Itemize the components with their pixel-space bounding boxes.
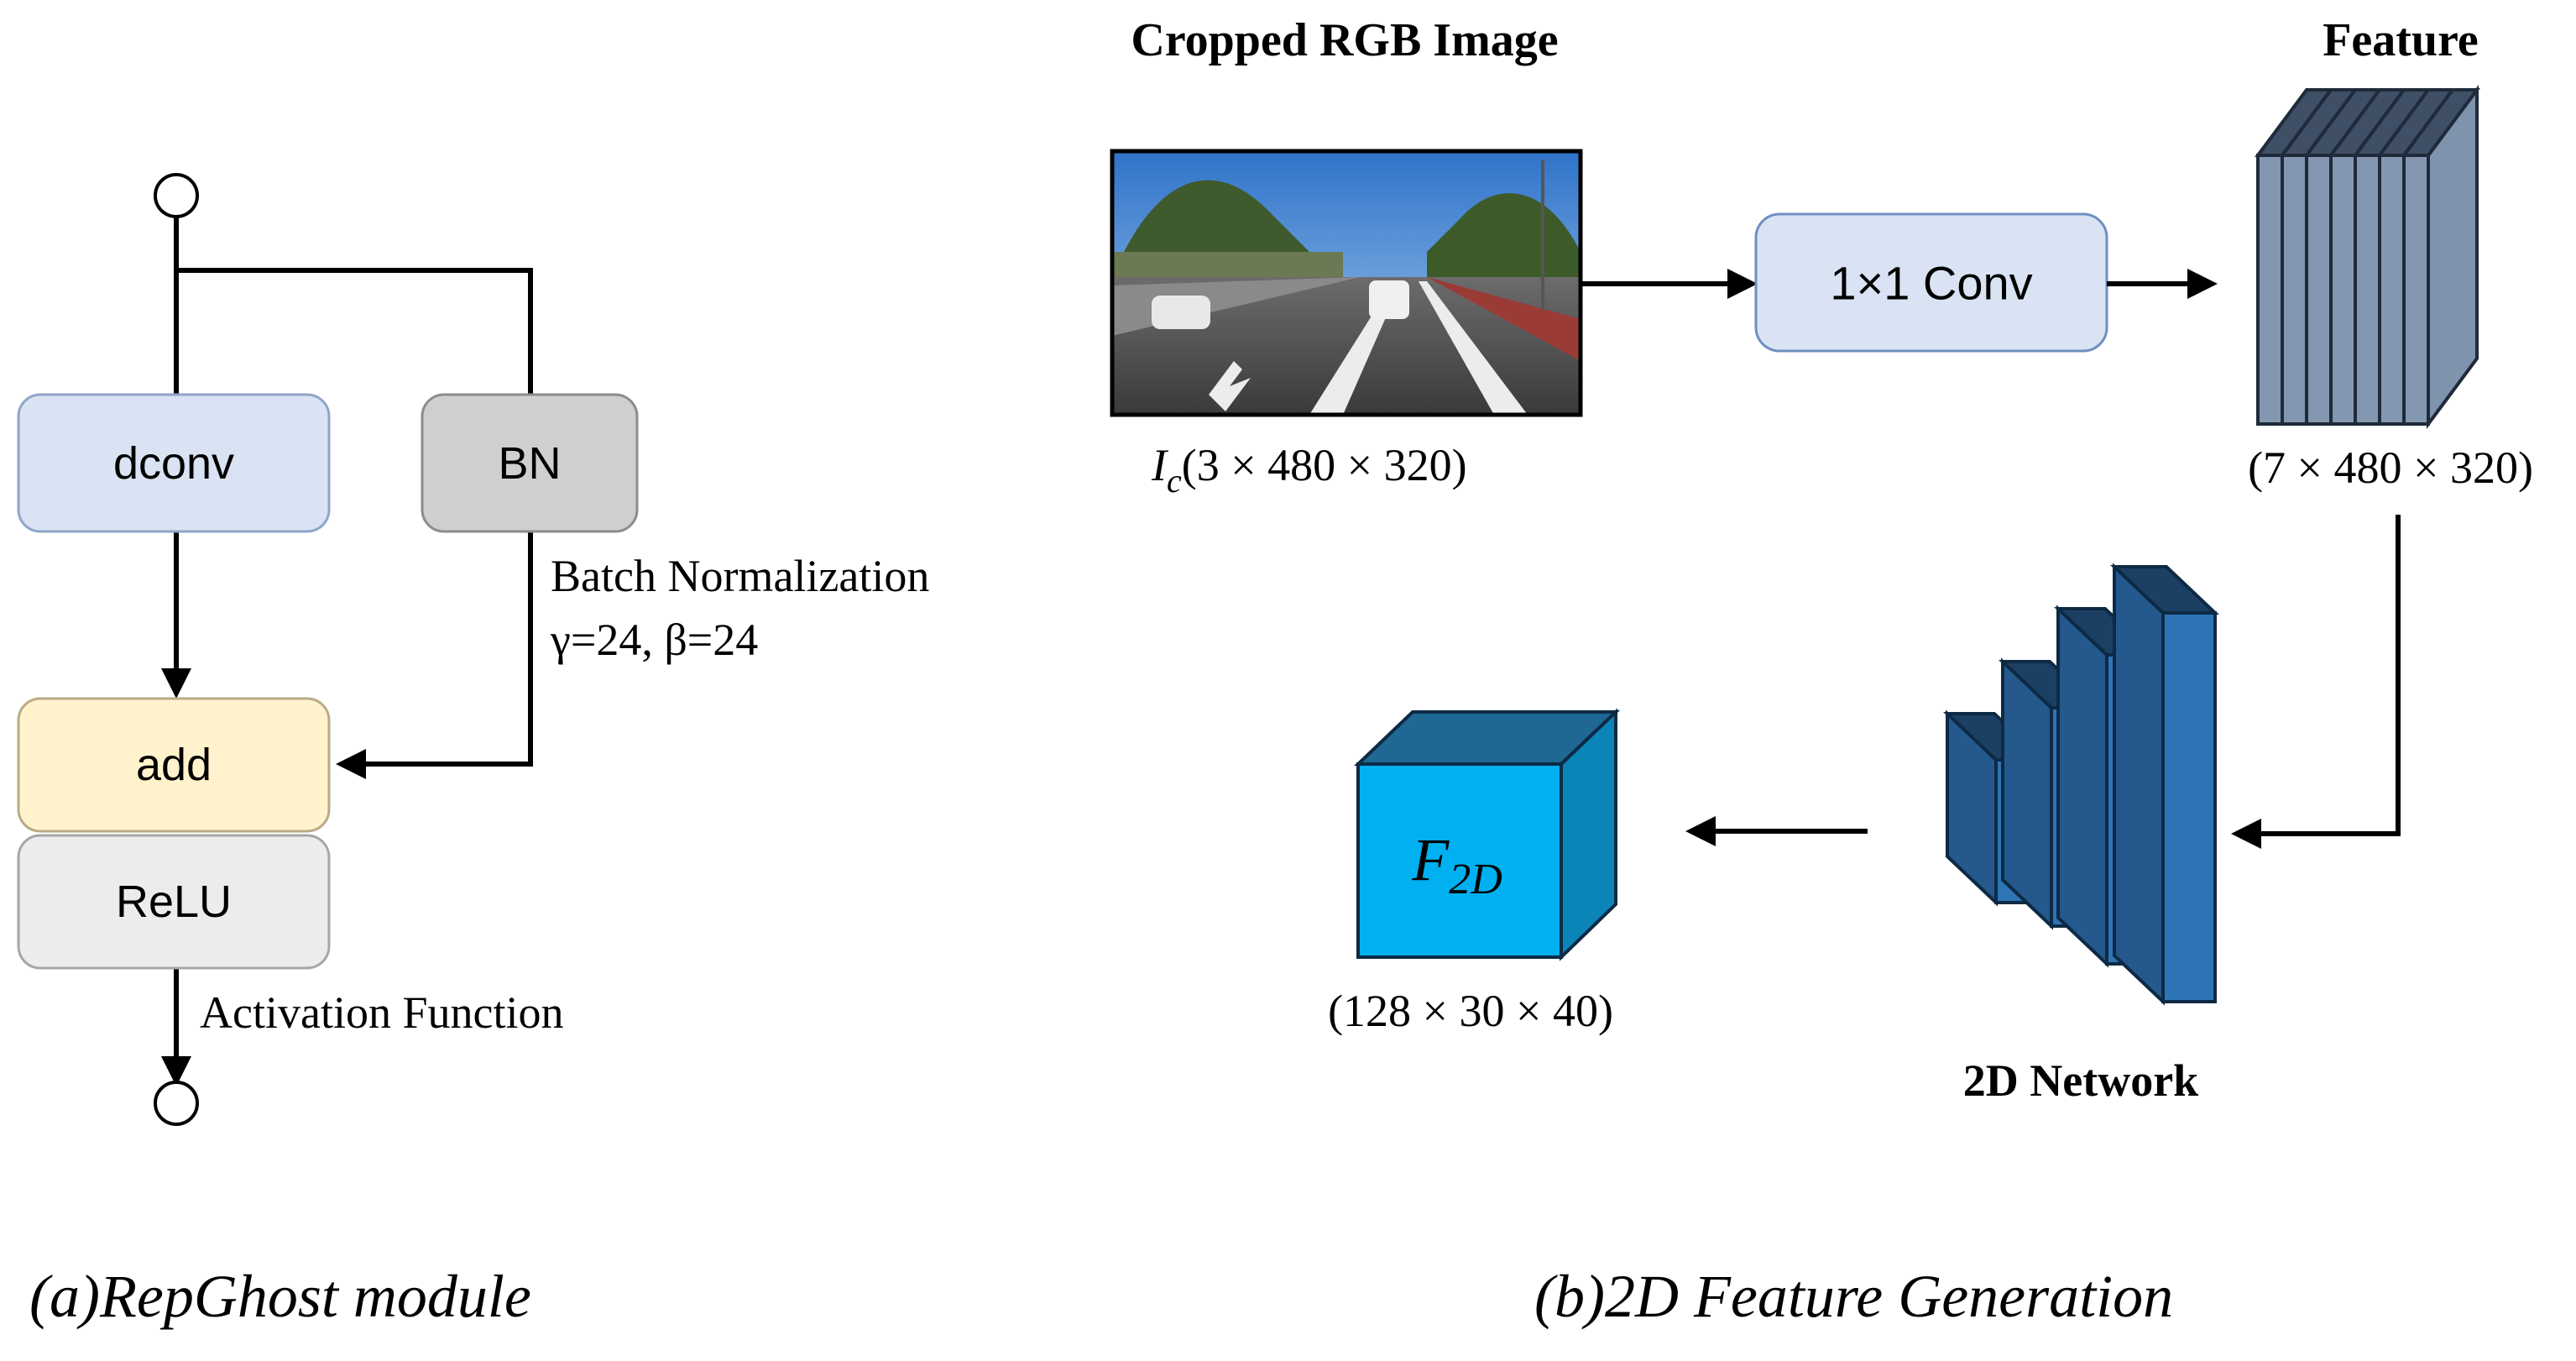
feature-to-network-line	[2258, 515, 2401, 836]
input-symbol: I	[1151, 440, 1169, 490]
panel-a-caption: (a)RepGhost module	[29, 1263, 531, 1330]
network-block	[1942, 563, 2220, 1006]
input-node-circle	[154, 173, 199, 218]
feature-slice-front	[2378, 154, 2406, 426]
input-image-title: Cropped RGB Image	[1131, 14, 1558, 66]
add-box	[17, 697, 331, 833]
input-to-bn-line	[176, 268, 533, 395]
feature-dims-label: (7 × 480 × 320)	[2248, 442, 2533, 493]
feature-slice-front	[2329, 154, 2357, 426]
panel-a-repghost: dconv BN add ReLU Batch Normalization γ=…	[17, 173, 929, 1330]
input-symbol-sub: c	[1167, 462, 1182, 500]
conv-to-feature-arrowhead	[2187, 269, 2218, 299]
relu-label: ReLU	[116, 877, 232, 927]
network-layer-side	[2056, 605, 2108, 968]
image-car-ahead	[1369, 280, 1409, 319]
panel-a-caption-text: RepGhost module	[99, 1263, 531, 1330]
image-treeline-left	[1112, 252, 1343, 277]
image-to-conv-arrowhead	[1727, 269, 1758, 299]
feature-title: Feature	[2323, 14, 2479, 66]
output-symbol-label: F2D	[1411, 826, 1502, 903]
add-label: add	[136, 740, 212, 790]
image-bike-lane	[1427, 277, 1581, 361]
dconv-label: dconv	[113, 438, 234, 489]
network-to-output-arrowhead	[1685, 816, 1716, 846]
feature-to-network-arrowhead	[2231, 819, 2261, 849]
feature-slice-front	[2305, 154, 2333, 426]
output-symbol: F	[1411, 826, 1450, 893]
feature-slice-front	[2256, 154, 2284, 426]
feature-block	[2255, 84, 2480, 430]
bn-annotation-name: Batch Normalization	[551, 551, 929, 601]
input-dims: (3 × 480 × 320)	[1182, 440, 1467, 490]
output-dims-label: (128 × 30 × 40)	[1328, 986, 1613, 1036]
panel-a-connectors	[174, 217, 533, 1076]
panel-a-arrowheads	[161, 668, 366, 1086]
network-layer-side	[2113, 563, 2165, 1006]
arrowhead-into-add	[161, 668, 191, 699]
conv-label: 1×1 Conv	[1830, 257, 2032, 310]
cropped-rgb-image	[1110, 149, 1583, 417]
panel-b-caption-text: 2D Feature Generation	[1605, 1263, 2173, 1330]
panel-b-caption-prefix: (b)	[1534, 1263, 1605, 1330]
output-cube	[1354, 708, 1620, 961]
input-dims-label: Ic(3 × 480 × 320)	[1151, 440, 1467, 500]
bn-box	[421, 393, 639, 533]
feature-slice-front	[2281, 154, 2308, 426]
arrowhead-into-output	[161, 1056, 191, 1086]
image-lane-marking-right	[1419, 281, 1528, 415]
relu-box	[17, 834, 331, 970]
network-title: 2D Network	[1963, 1055, 2198, 1106]
feature-slice-front	[2402, 154, 2430, 426]
dconv-box	[17, 393, 331, 533]
network-layer-front	[2161, 611, 2217, 1003]
output-cube-front	[1356, 762, 1563, 959]
panel-b-caption: (b)2D Feature Generation	[1534, 1263, 2173, 1330]
panel-a-caption-prefix: (a)	[29, 1263, 100, 1330]
image-road-arrow	[1209, 361, 1251, 411]
feature-slice-front	[2354, 154, 2381, 426]
bn-to-add-line	[363, 531, 533, 767]
panel-b-feature-generation: Cropped RGB Image Ic(3 × 480 × 320) 1×1 …	[1110, 14, 2533, 1330]
output-node-circle	[154, 1081, 199, 1126]
bn-annotation-params: γ=24, β=24	[550, 615, 758, 665]
activation-annotation: Activation Function	[200, 987, 563, 1038]
output-symbol-sub: 2D	[1449, 856, 1502, 903]
bn-label: BN	[498, 438, 561, 489]
image-car-left	[1152, 296, 1210, 329]
arrowhead-bn-into-add	[336, 749, 366, 779]
